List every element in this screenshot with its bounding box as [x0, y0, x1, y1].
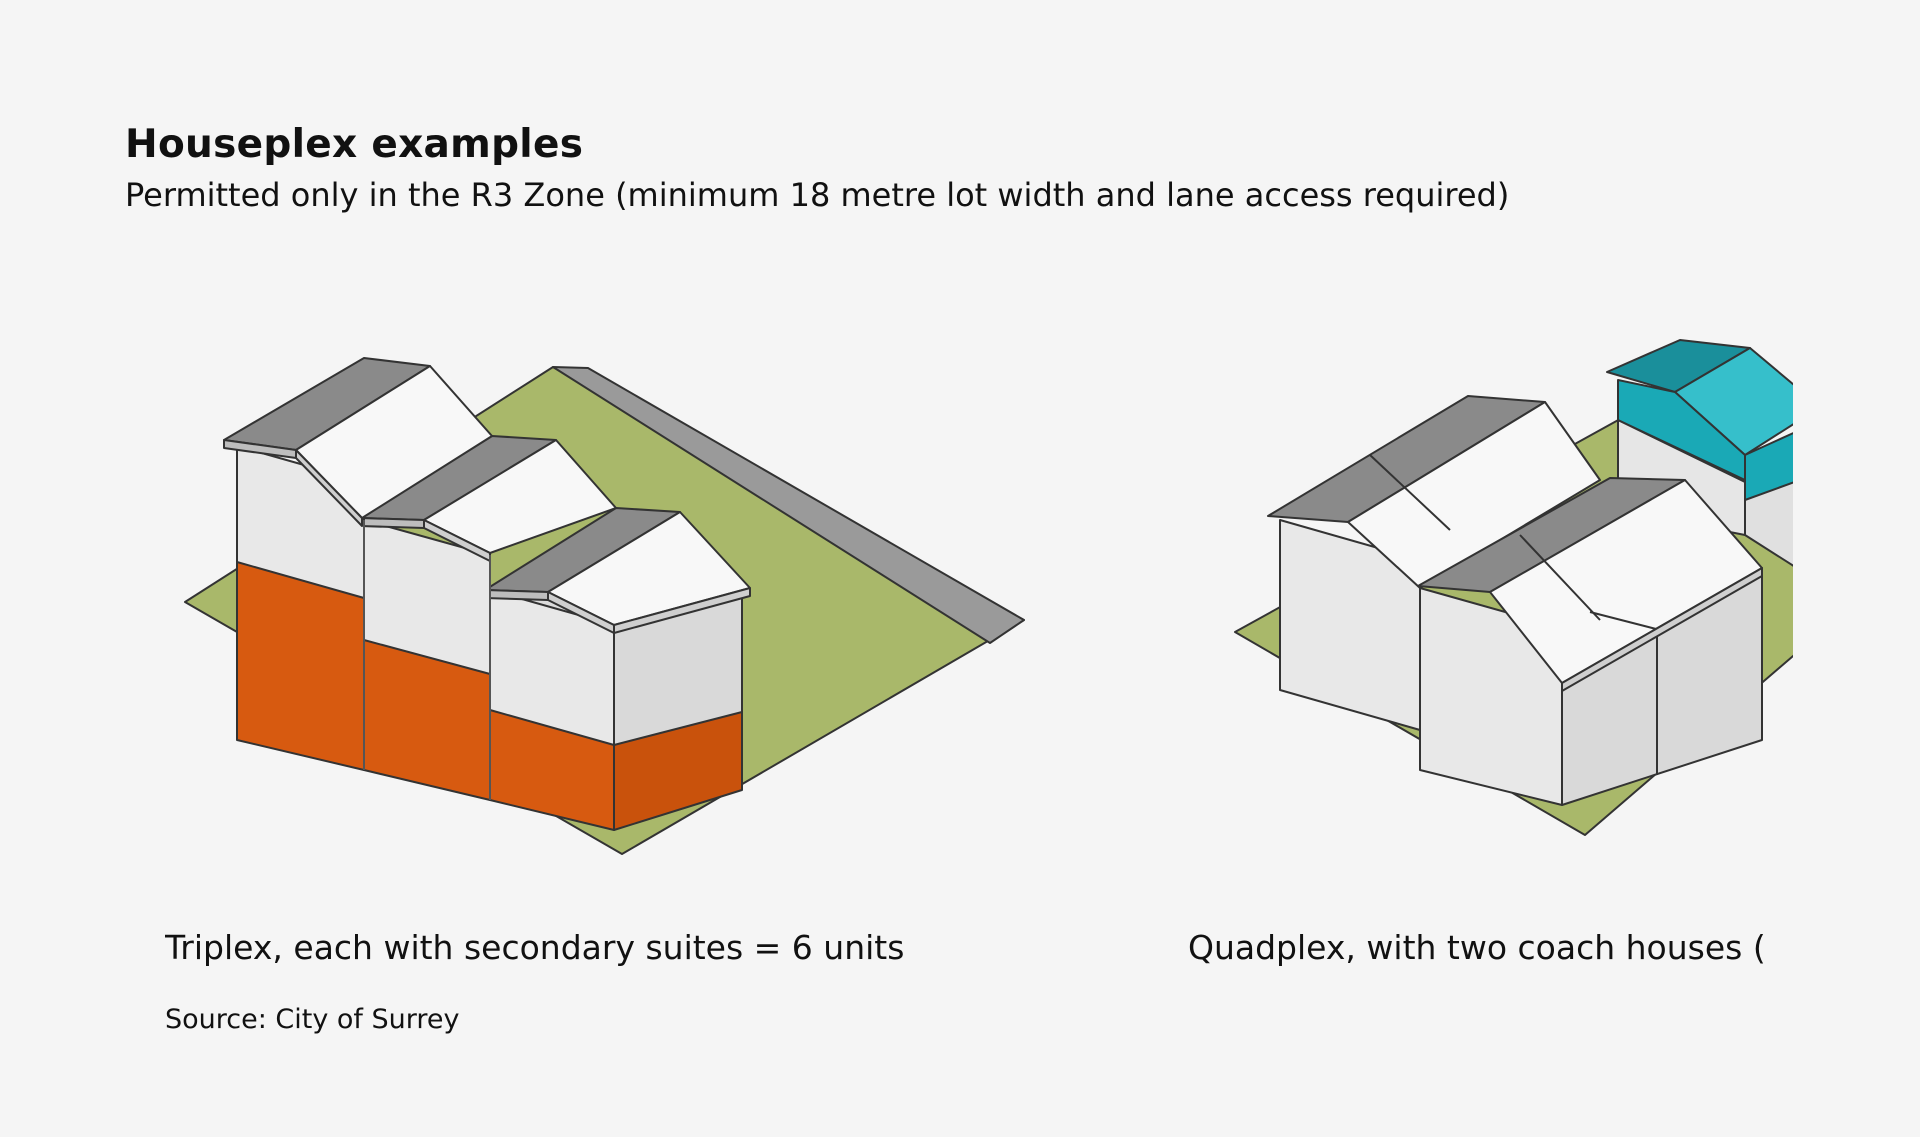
- slide-title: Houseplex examples: [125, 122, 584, 167]
- triplex-house-1-suite: [236, 561, 365, 771]
- slide-subtitle: Permitted only in the R3 Zone (minimum 1…: [125, 176, 1510, 214]
- triplex-lane: [552, 366, 1025, 644]
- triplex-caption: Triplex, each with secondary suites = 6 …: [165, 928, 905, 967]
- source-credit: Source: City of Surrey: [165, 1004, 460, 1035]
- quadplex-illustration: [1234, 339, 1793, 836]
- quadplex-roof-back-light: [1347, 401, 1601, 589]
- triplex-illustration: [184, 357, 1025, 855]
- quadplex-caption: Quadplex, with two coach houses (: [1188, 928, 1766, 967]
